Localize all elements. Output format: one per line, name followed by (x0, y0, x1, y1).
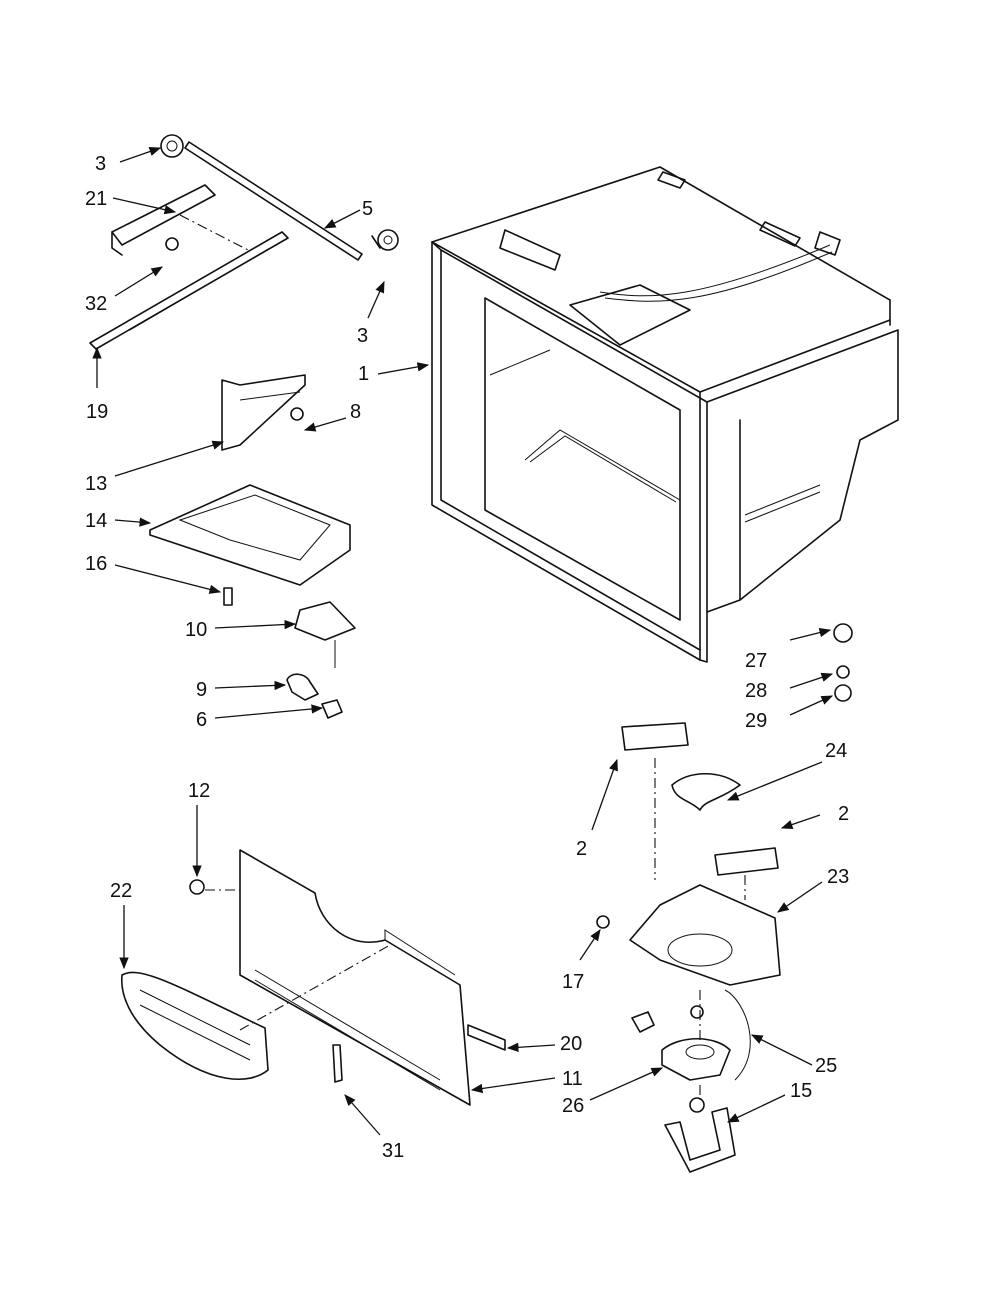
shaft-rod-5 (184, 141, 363, 261)
bottom-panel-assembly (120, 849, 506, 1106)
callout-19: 19 (86, 401, 108, 423)
freezer-liner-part (431, 166, 899, 663)
nut-bottom (689, 1097, 705, 1113)
strip-20 (467, 1024, 506, 1051)
shroud-23 (629, 884, 781, 986)
screw-12 (189, 879, 205, 895)
light-housing-assembly (149, 374, 356, 719)
connector (631, 1011, 655, 1033)
foam-2-right (714, 847, 779, 876)
clip-16 (223, 587, 233, 606)
callout-3-bottom: 3 (357, 325, 368, 347)
grille-22 (120, 971, 269, 1080)
callout-5: 5 (362, 198, 373, 220)
gear-3-bottom (377, 229, 399, 251)
slide-rail-assembly (89, 184, 289, 350)
callout-10: 10 (185, 619, 207, 641)
callout-29: 29 (745, 710, 767, 732)
bracket-15 (664, 1107, 736, 1173)
callout-labels: 3 21 5 3 32 19 1 8 13 14 16 10 9 6 12 22… (85, 153, 849, 1162)
housing-14 (149, 484, 351, 586)
callout-16: 16 (85, 553, 107, 575)
grommet-29 (834, 684, 852, 702)
callout-26: 26 (562, 1095, 584, 1117)
screw-17 (596, 915, 610, 929)
callout-14: 14 (85, 510, 107, 532)
shaft-assembly (160, 134, 399, 261)
nut-top (690, 1005, 704, 1019)
screw-8 (290, 407, 304, 421)
callout-28: 28 (745, 680, 767, 702)
callout-17: 17 (562, 971, 584, 993)
callout-22: 22 (110, 880, 132, 902)
cover-6 (321, 699, 343, 719)
callout-32: 32 (85, 293, 107, 315)
lamp-socket-10 (294, 601, 356, 641)
gear-3-top (160, 134, 184, 158)
foam-2-left (621, 722, 689, 751)
callout-8: 8 (350, 401, 361, 423)
callout-2-right: 2 (838, 803, 849, 825)
callout-24: 24 (825, 740, 847, 762)
callout-21: 21 (85, 188, 107, 210)
callout-2-left: 2 (576, 838, 587, 860)
washer-28 (836, 665, 850, 679)
nut-27 (833, 623, 853, 643)
rail-bracket-21 (111, 184, 216, 246)
callout-15: 15 (790, 1080, 812, 1102)
callout-31: 31 (382, 1140, 404, 1162)
bracket-13 (221, 374, 306, 451)
callout-3-top: 3 (95, 153, 106, 175)
callout-25: 25 (815, 1055, 837, 1077)
bulb-9 (286, 673, 319, 701)
fan-blade-24 (671, 773, 741, 811)
callout-9: 9 (196, 679, 207, 701)
callout-11: 11 (562, 1068, 583, 1090)
callout-13: 13 (85, 473, 107, 495)
panel-11 (239, 849, 471, 1106)
callout-27: 27 (745, 650, 767, 672)
fan-assembly (596, 623, 853, 1173)
slide-rail-19 (89, 231, 289, 350)
screw-32 (165, 237, 179, 251)
wire-25 (724, 989, 751, 1081)
leader-lines (92, 147, 834, 1136)
motor-26 (661, 1038, 731, 1081)
callout-23: 23 (827, 866, 849, 888)
clip-31 (332, 1044, 343, 1083)
callout-20: 20 (560, 1033, 582, 1055)
callout-6: 6 (196, 709, 207, 731)
callout-1: 1 (358, 363, 369, 385)
callout-12: 12 (188, 780, 210, 802)
